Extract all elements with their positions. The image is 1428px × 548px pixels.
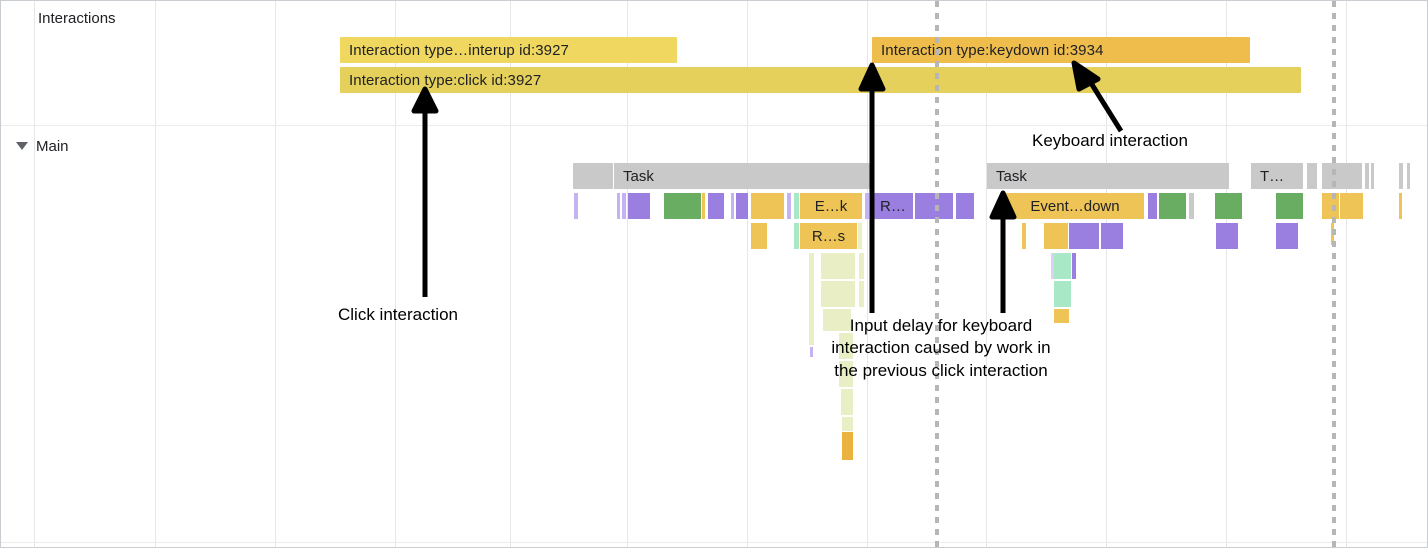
flame-frame[interactable] [574, 193, 578, 219]
triangle-down-icon[interactable] [16, 142, 28, 150]
gridline [627, 1, 628, 547]
gridline [1346, 1, 1347, 547]
input-delay-annotation: Input delay for keyboard interaction cau… [831, 316, 1051, 380]
flame-frame[interactable] [751, 193, 784, 219]
flame-frame[interactable] [1276, 223, 1298, 249]
task-block[interactable]: Task [614, 163, 872, 189]
flame-frame[interactable] [622, 193, 626, 219]
interaction-event-label: Interaction type:keydown id:3934 [881, 41, 1104, 59]
flame-frame-run[interactable]: R…s [800, 223, 857, 249]
click-interaction-annotation: Click interaction [338, 305, 458, 324]
flame-frame[interactable] [1276, 193, 1303, 219]
flame-frame[interactable] [794, 193, 799, 219]
gridline [747, 1, 748, 547]
task-block[interactable]: T… [1251, 163, 1303, 189]
flame-frame[interactable] [1159, 193, 1186, 219]
flame-frame[interactable] [736, 193, 748, 219]
flame-frame[interactable] [956, 193, 974, 219]
gridline [1226, 1, 1227, 547]
flame-frame[interactable] [823, 309, 851, 331]
track-label-main[interactable]: Main [36, 138, 69, 155]
track-separator [1, 542, 1427, 543]
flame-frame[interactable] [821, 281, 855, 307]
flame-frame[interactable] [617, 193, 620, 219]
flame-frame[interactable] [702, 193, 705, 219]
flame-frame[interactable] [859, 281, 864, 307]
flame-frame-event-keydown[interactable]: Event…down [1006, 193, 1144, 219]
flame-frame[interactable] [809, 253, 814, 345]
gridline [34, 1, 35, 547]
flame-frame[interactable] [1051, 253, 1054, 279]
flame-frame[interactable] [821, 253, 855, 279]
input-delay-arrow-icon [858, 62, 886, 313]
flame-frame-event[interactable]: E…k [800, 193, 862, 219]
flame-frame[interactable] [731, 193, 734, 219]
interaction-event-keydown[interactable]: Interaction type:keydown id:3934 [872, 37, 1250, 63]
flame-frame[interactable] [1054, 253, 1071, 279]
flame-frame[interactable] [1216, 223, 1238, 249]
flame-frame[interactable] [1069, 223, 1099, 249]
flame-frame[interactable] [787, 193, 791, 219]
interaction-event-label: Interaction type:click id:3927 [349, 71, 542, 89]
flame-frame[interactable] [841, 389, 853, 415]
task-block[interactable] [1399, 163, 1403, 189]
flame-frame[interactable] [1189, 193, 1194, 219]
marker-line-1 [935, 1, 939, 547]
flame-frame[interactable] [1054, 309, 1069, 323]
task-block[interactable]: Task [987, 163, 1229, 189]
interaction-event-pointer[interactable]: Interaction type…interup id:3927 [340, 37, 677, 63]
flame-frame[interactable] [842, 417, 853, 431]
flame-frame[interactable] [664, 193, 701, 219]
flame-frame[interactable] [865, 193, 869, 219]
flame-frame[interactable] [1101, 223, 1123, 249]
task-block[interactable] [1322, 163, 1362, 189]
flame-frame-label: R… [880, 197, 906, 215]
keyboard-interaction-annotation: Keyboard interaction [1032, 131, 1188, 150]
gridline [986, 1, 987, 547]
track-label-interactions: Interactions [38, 10, 116, 27]
task-block[interactable] [1407, 163, 1410, 189]
flame-frame[interactable] [1054, 281, 1071, 307]
flame-frame[interactable] [915, 193, 953, 219]
flame-frame[interactable] [842, 432, 853, 460]
flame-frame[interactable] [1340, 193, 1363, 219]
gridline [275, 1, 276, 547]
flame-frame[interactable] [839, 333, 853, 359]
flame-frame[interactable] [708, 193, 724, 219]
flame-frame[interactable] [1148, 193, 1157, 219]
gridline [395, 1, 396, 547]
interaction-event-click[interactable]: Interaction type:click id:3927 [340, 67, 1301, 93]
task-block[interactable] [1307, 163, 1317, 189]
flame-frame[interactable] [794, 223, 799, 249]
flame-frame-label: Event…down [1030, 197, 1120, 215]
flame-frame-run[interactable]: R… [871, 193, 913, 219]
gridline [1106, 1, 1107, 547]
flame-frame[interactable] [1322, 193, 1339, 219]
flame-frame[interactable] [858, 223, 862, 249]
flame-frame[interactable] [859, 253, 864, 279]
flame-frame[interactable] [810, 347, 813, 357]
gridline [155, 1, 156, 547]
flame-frame[interactable] [1399, 193, 1402, 219]
flame-frame-label: E…k [814, 197, 848, 215]
gridline [510, 1, 511, 547]
interaction-event-label: Interaction type…interup id:3927 [349, 41, 570, 59]
flame-frame[interactable] [628, 193, 650, 219]
flame-frame[interactable] [839, 361, 853, 387]
task-label: Task [996, 167, 1027, 185]
flame-frame[interactable] [751, 223, 767, 249]
click-arrow-icon [411, 86, 439, 297]
flame-frame[interactable] [1072, 253, 1076, 279]
flame-frame[interactable] [1215, 193, 1242, 219]
task-block[interactable] [573, 163, 613, 189]
flame-frame[interactable] [1044, 223, 1068, 249]
task-block[interactable] [1371, 163, 1374, 189]
task-block[interactable] [1365, 163, 1369, 189]
track-separator [1, 125, 1427, 126]
flame-frame[interactable] [1022, 223, 1026, 249]
flame-frame-label: R…s [811, 227, 846, 245]
task-label: Task [623, 167, 654, 185]
marker-line-2 [1332, 1, 1336, 547]
task-label: T… [1260, 167, 1285, 185]
